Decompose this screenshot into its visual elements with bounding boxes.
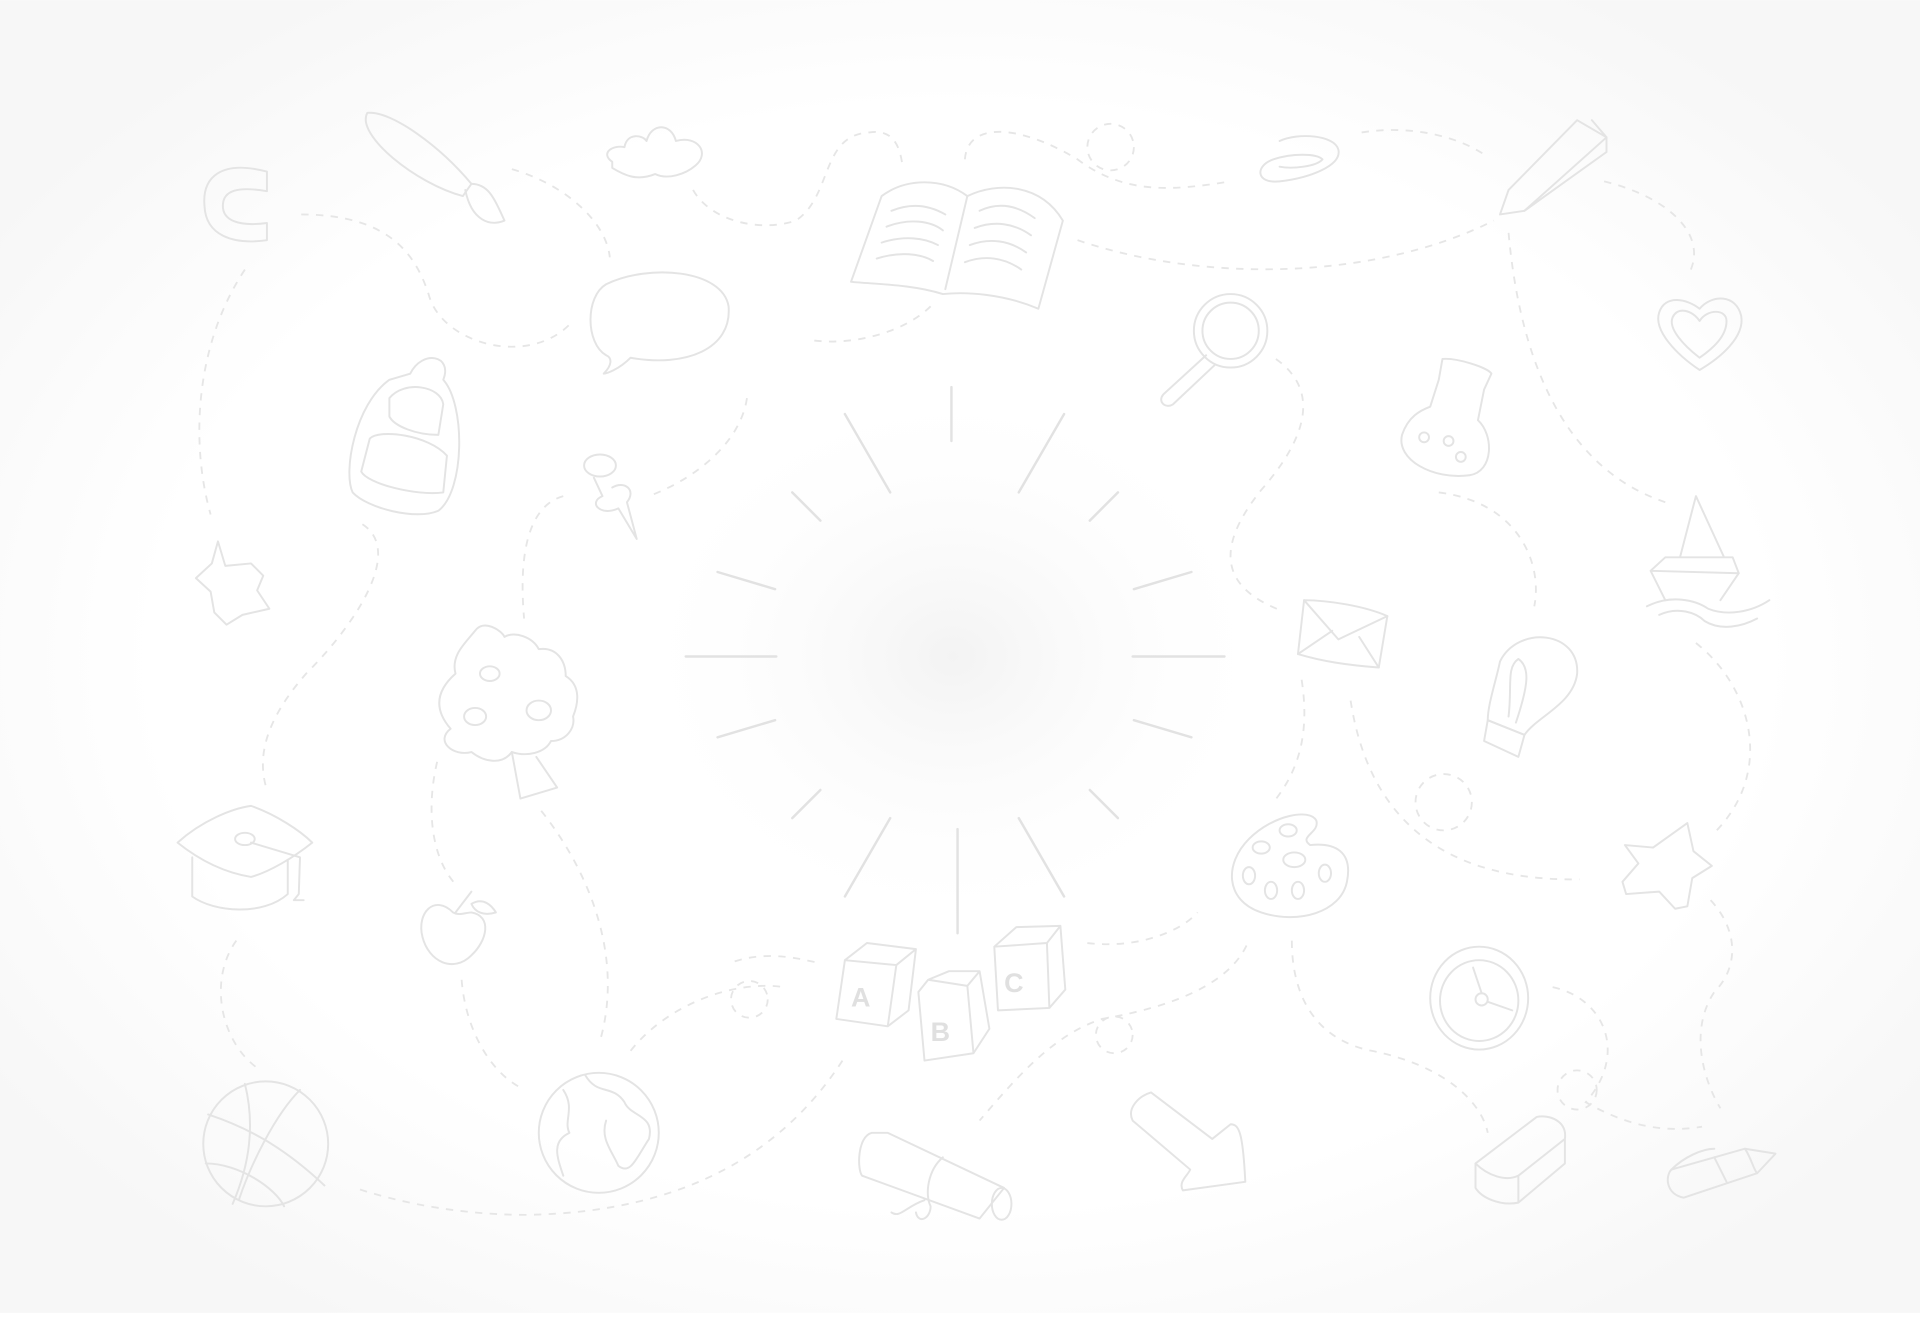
star-icon xyxy=(194,540,271,626)
globe-icon xyxy=(537,1071,660,1194)
backpack-icon xyxy=(348,357,461,516)
speech-bubble-icon xyxy=(589,271,730,375)
block-letter-c: C xyxy=(1004,968,1023,998)
block-letter-b: B xyxy=(931,1017,950,1047)
loading-spinner-rays xyxy=(684,385,1226,935)
basketball-icon xyxy=(202,1080,330,1208)
graduation-cap-icon xyxy=(176,804,314,911)
flask-icon xyxy=(1400,357,1493,477)
paintbrush-icon xyxy=(364,111,506,224)
abc-blocks-icon: A B C xyxy=(835,924,1067,1062)
magnet-icon xyxy=(203,166,268,243)
sailboat-icon xyxy=(1645,495,1771,628)
arrow-icon xyxy=(1130,1091,1247,1192)
palette-icon xyxy=(1230,813,1350,919)
star-icon xyxy=(1621,822,1713,910)
diploma-scroll-icon xyxy=(858,1131,1013,1221)
open-book-icon xyxy=(850,181,1064,310)
pushpin-icon xyxy=(583,453,638,540)
apple-icon xyxy=(420,890,497,966)
dashed-paths xyxy=(198,122,1751,1216)
lightbulb-icon xyxy=(1483,636,1579,758)
heart-icon xyxy=(1657,297,1743,371)
center-glow xyxy=(622,374,1284,939)
magnifying-glass-icon xyxy=(1160,293,1269,407)
envelope-icon xyxy=(1296,599,1389,669)
pencil-icon xyxy=(1499,119,1608,216)
paperclip-icon xyxy=(1259,135,1340,183)
block-letter-a: A xyxy=(851,983,870,1013)
tree-icon xyxy=(438,624,579,800)
clock-icon xyxy=(1429,945,1530,1051)
crayon-icon xyxy=(1666,1147,1777,1199)
eraser-icon xyxy=(1474,1115,1566,1205)
cloud-icon xyxy=(606,126,703,179)
